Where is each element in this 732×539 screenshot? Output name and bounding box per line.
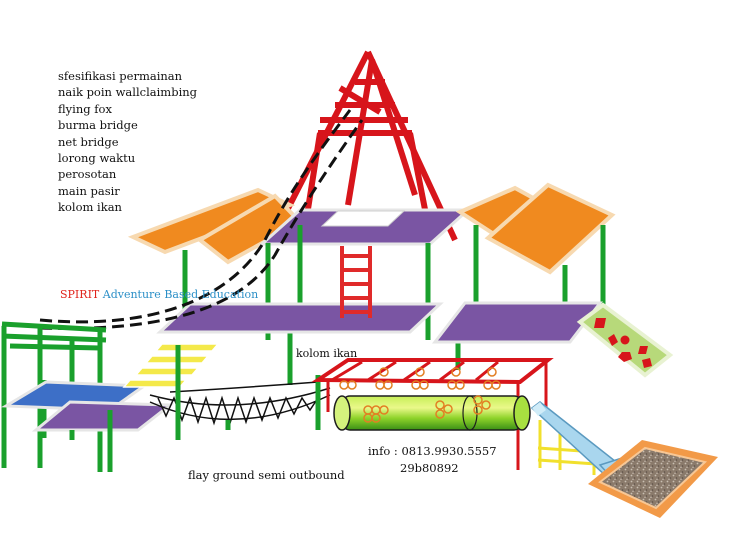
- roof-right: [455, 182, 616, 275]
- specification-list: sfesifikasi permainan naik poin wallclai…: [58, 68, 197, 216]
- kolom-ikan-label: kolom ikan: [296, 347, 358, 360]
- net-bridge: [149, 381, 331, 426]
- upper-deck: [258, 208, 472, 246]
- yellow-burma-bridge: [122, 343, 220, 388]
- spec-item: burma bridge: [58, 118, 138, 133]
- spec-item: main pasir: [58, 183, 120, 198]
- brand-word-spirit: SPIRIT: [60, 288, 100, 301]
- tunnel-frame: [311, 358, 554, 470]
- climbing-wall: [576, 302, 674, 378]
- sand-pit: [588, 440, 718, 518]
- info-phone-label: info : 0813.9930.5557: [368, 444, 497, 458]
- spec-item: kolom ikan: [58, 200, 122, 215]
- spec-item: naik poin wallclaimbing: [58, 85, 198, 100]
- spec-item: lorong waktu: [58, 151, 136, 166]
- spec-item: net bridge: [58, 134, 119, 149]
- playground-caption: flay ground semi outbound: [188, 468, 345, 482]
- info-code-label: 29b80892: [400, 461, 459, 475]
- blue-platform: [0, 380, 175, 432]
- flying-fox-cable: [39, 109, 364, 330]
- brand-tagline: Adventure Based Education: [102, 288, 259, 301]
- bridge-posts: [175, 345, 321, 440]
- brand-logo-text: SPIRIT Adventure Based Education: [60, 288, 258, 301]
- spec-item: flying fox: [58, 101, 112, 116]
- tube-tunnel: [333, 395, 531, 431]
- red-ladder: [340, 246, 372, 318]
- roof-left: [127, 187, 304, 265]
- middle-decks: [156, 301, 604, 344]
- ground-posts: [69, 410, 113, 472]
- spec-item: sfesifikasi permainan: [58, 69, 183, 83]
- spec-item: perosotan: [58, 167, 117, 182]
